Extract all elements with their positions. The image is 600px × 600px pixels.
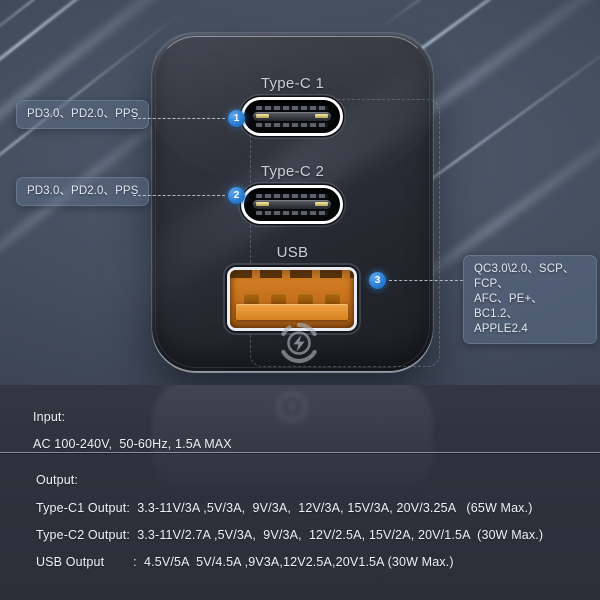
port-label-usb: USB [276, 244, 309, 261]
usb-a-contact [244, 293, 259, 304]
badge-1: 1 [228, 110, 245, 127]
usb-c-pin-right [315, 202, 328, 206]
callout-usb-line-1: QC3.0\2.0、SCP、FCP、 [474, 263, 575, 290]
output-row-usb: USB Output : 4.5V/5A 5V/4.5A ,9V3A,12V2.… [36, 555, 454, 569]
input-value: AC 100-240V, 50-60Hz, 1.5A MAX [33, 437, 232, 451]
port-label-type-c-2: Type-C 2 [260, 163, 325, 180]
usb-c-pin-left [256, 114, 269, 118]
usb-c-teeth-top [256, 106, 328, 110]
callout-type-c-2: PD3.0、PD2.0、PPS [16, 177, 150, 206]
usb-c-tongue [253, 200, 331, 209]
input-heading: Input: [33, 410, 66, 424]
output-row-type-c1: Type-C1 Output: 3.3-11V/3A ,5V/3A, 9V/3A… [36, 501, 533, 515]
section-divider [0, 452, 600, 453]
hero-background: Type-C 1 Type-C 2 USB [0, 0, 600, 385]
usb-a-tongue [236, 304, 348, 320]
port-usb-a[interactable] [230, 270, 354, 328]
charger-body: Type-C 1 Type-C 2 USB [102, 33, 482, 371]
port-label-type-c-1: Type-C 1 [260, 75, 325, 92]
specifications-panel: Input: AC 100-240V, 50-60Hz, 1.5A MAX Ou… [0, 385, 600, 600]
port-type-c-1[interactable] [244, 100, 340, 133]
usb-a-contact [325, 293, 340, 304]
usb-a-contact [271, 293, 286, 304]
usb-c-teeth-bottom [256, 123, 328, 127]
power-bolt-logo [278, 322, 320, 364]
output-row-type-c2: Type-C2 Output: 3.3-11V/2.7A ,5V/3A, 9V/… [36, 528, 544, 542]
usb-c-pin-left [256, 202, 269, 206]
callout-usb-line-3: APPLE2.4 [474, 323, 528, 335]
usb-c-pin-right [315, 114, 328, 118]
callout-usb: QC3.0\2.0、SCP、FCP、 AFC、PE+、BC1.2、 APPLE2… [463, 255, 597, 344]
power-bolt-logo-reflection [272, 387, 312, 427]
leader-line-3 [389, 280, 463, 281]
usb-c-teeth-top [256, 194, 328, 198]
usb-c-tongue [253, 112, 331, 121]
usb-c-teeth-bottom [256, 211, 328, 215]
callout-type-c-1: PD3.0、PD2.0、PPS [16, 100, 150, 129]
callout-usb-line-2: AFC、PE+、BC1.2、 [474, 293, 543, 320]
leader-line-1 [133, 118, 225, 119]
badge-3: 3 [369, 272, 386, 289]
output-heading: Output: [36, 473, 79, 487]
usb-a-lip [230, 270, 354, 278]
charger-reflection [152, 385, 433, 497]
port-type-c-2[interactable] [244, 188, 340, 221]
leader-line-2 [133, 195, 225, 196]
badge-2: 2 [228, 187, 245, 204]
port-panel-outline [250, 99, 440, 367]
usb-a-contact [298, 293, 313, 304]
